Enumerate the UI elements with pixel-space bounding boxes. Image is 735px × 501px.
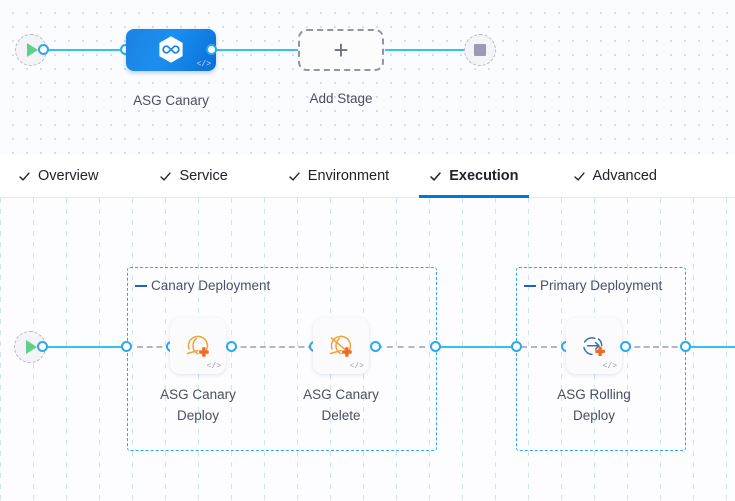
add-stage-button[interactable]: + bbox=[298, 29, 384, 71]
step-label-line2: Deploy bbox=[572, 408, 616, 423]
edge-start-to-stage bbox=[43, 49, 136, 51]
harness-hexagon-icon bbox=[159, 36, 183, 63]
execution-canvas[interactable]: Canary Deployment </> ASG bbox=[0, 198, 735, 501]
tab-label: Service bbox=[179, 168, 228, 184]
collapse-dash-icon[interactable] bbox=[135, 284, 147, 287]
step-label-line1: ASG Canary bbox=[303, 387, 379, 402]
edge-primary-in bbox=[521, 346, 567, 348]
stage-label-asg-canary: ASG Canary bbox=[133, 93, 209, 108]
play-icon bbox=[26, 340, 37, 354]
check-icon bbox=[160, 171, 172, 181]
stage-canvas[interactable]: </> ASG Canary + Add Stage bbox=[0, 0, 735, 155]
step-node-asg-rolling-deploy[interactable]: </> bbox=[566, 318, 622, 374]
port-canary-delete-out[interactable] bbox=[370, 341, 381, 352]
edge-stage-to-addstage bbox=[212, 49, 302, 51]
check-icon bbox=[289, 171, 300, 181]
step-label-asg-rolling-deploy: ASG Rolling Deploy bbox=[534, 384, 654, 426]
code-icon: </> bbox=[196, 60, 211, 69]
code-icon: </> bbox=[349, 362, 364, 371]
play-icon bbox=[27, 43, 38, 57]
step-label-asg-canary-deploy: ASG Canary Deploy bbox=[138, 384, 258, 426]
collapse-dash-icon[interactable] bbox=[524, 284, 536, 287]
tab-label: Overview bbox=[38, 168, 99, 184]
stage-config-tabs: Overview Service Environment Execution A… bbox=[0, 155, 735, 198]
port-canary-group-in[interactable] bbox=[121, 341, 132, 352]
code-icon: </> bbox=[602, 362, 617, 371]
tab-overview[interactable]: Overview bbox=[18, 155, 98, 198]
asg-rolling-deploy-icon bbox=[583, 337, 605, 356]
port-stage-out[interactable] bbox=[206, 44, 217, 55]
check-icon bbox=[430, 171, 441, 181]
step-node-asg-canary-delete[interactable]: </> bbox=[313, 318, 369, 374]
edge-canary-in bbox=[137, 346, 172, 348]
edge-addstage-to-end bbox=[385, 49, 471, 51]
tab-label: Execution bbox=[449, 168, 519, 184]
step-group-primary-deployment[interactable] bbox=[516, 267, 686, 451]
edge-start-to-canary-group bbox=[42, 346, 132, 348]
step-group-canary-deployment-header[interactable]: Canary Deployment bbox=[135, 278, 270, 293]
edge-canary-out bbox=[376, 346, 436, 348]
step-group-label: Canary Deployment bbox=[151, 278, 271, 293]
port-start-out[interactable] bbox=[38, 44, 49, 55]
step-node-asg-canary-deploy[interactable]: </> bbox=[170, 318, 226, 374]
port-canary-deploy-out[interactable] bbox=[226, 341, 237, 352]
step-label-line1: ASG Rolling bbox=[557, 387, 631, 402]
tab-execution[interactable]: Execution bbox=[419, 155, 529, 198]
pipeline-end-node[interactable] bbox=[464, 34, 496, 66]
step-group-primary-deployment-header[interactable]: Primary Deployment bbox=[524, 278, 662, 293]
add-stage-label: Add Stage bbox=[309, 91, 373, 106]
plus-icon: + bbox=[333, 35, 349, 65]
step-label-asg-canary-delete: ASG Canary Delete bbox=[281, 384, 401, 426]
asg-canary-delete-icon bbox=[329, 335, 352, 357]
port-primary-group-out[interactable] bbox=[680, 341, 691, 352]
port-rolling-deploy-out[interactable] bbox=[620, 341, 631, 352]
code-icon: </> bbox=[206, 362, 221, 371]
tab-label: Environment bbox=[307, 168, 390, 184]
pipeline-start-node[interactable] bbox=[15, 34, 47, 66]
edge-canary-deploy-to-delete bbox=[231, 346, 314, 348]
edge-primary-out bbox=[625, 346, 687, 348]
step-label-line2: Deploy bbox=[176, 408, 220, 423]
tab-advanced[interactable]: Advanced bbox=[573, 155, 658, 198]
step-label-line2: Delete bbox=[321, 408, 361, 423]
stage-node-asg-canary[interactable]: </> bbox=[126, 29, 216, 71]
check-icon bbox=[573, 171, 585, 181]
edge-group-to-right bbox=[686, 346, 735, 348]
step-group-canary-deployment[interactable] bbox=[127, 267, 437, 451]
step-group-label: Primary Deployment bbox=[540, 278, 663, 293]
asg-canary-deploy-icon bbox=[186, 335, 209, 357]
tab-label: Advanced bbox=[592, 168, 658, 184]
port-exec-start-out[interactable] bbox=[37, 341, 48, 352]
port-primary-group-in[interactable] bbox=[511, 341, 522, 352]
tab-environment[interactable]: Environment bbox=[288, 155, 389, 198]
tab-service[interactable]: Service bbox=[159, 155, 228, 198]
step-label-line1: ASG Canary bbox=[160, 387, 236, 402]
stop-icon bbox=[474, 44, 486, 56]
edge-between-groups bbox=[436, 346, 521, 348]
port-canary-group-out[interactable] bbox=[430, 341, 441, 352]
check-icon bbox=[19, 171, 30, 181]
